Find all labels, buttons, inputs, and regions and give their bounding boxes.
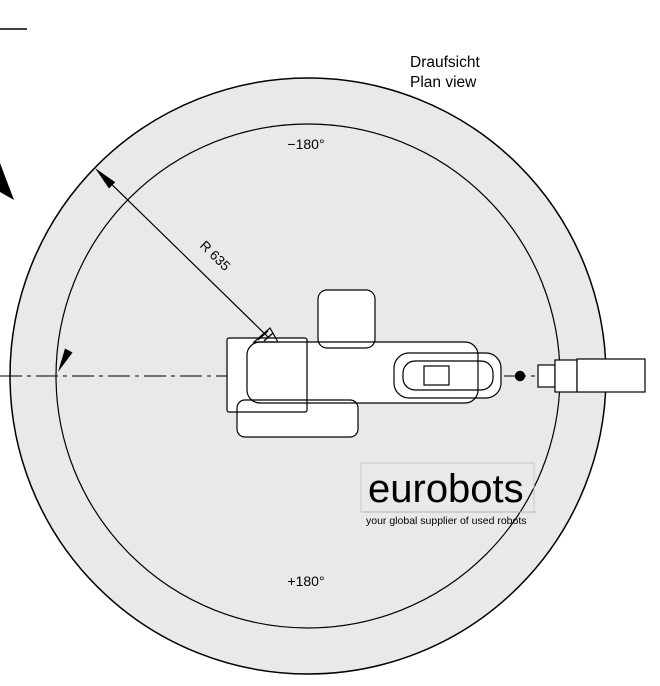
robot-wedge-hatch-1 bbox=[257, 330, 269, 341]
robot-upper-link-fill bbox=[318, 290, 375, 348]
tool-assembly bbox=[537, 358, 646, 393]
angle-label-bottom: +180° bbox=[287, 573, 324, 589]
angle-label-top: −180° bbox=[287, 136, 324, 152]
robot-top-view-fill bbox=[227, 290, 501, 437]
robot-wrist-inner bbox=[402, 360, 494, 391]
watermark: eurobots your global supplier of used ro… bbox=[360, 462, 536, 527]
robot-wrist-fill bbox=[394, 353, 501, 398]
robot-wedge-hatch-2 bbox=[263, 332, 274, 342]
arc-arrowhead bbox=[58, 348, 73, 372]
view-title-de: Draufsicht bbox=[410, 54, 480, 71]
robot-arm bbox=[246, 341, 479, 404]
view-title-en: Plan view bbox=[410, 74, 477, 91]
watermark-tagline: your global supplier of used robots bbox=[366, 515, 527, 527]
view-title: Draufsicht Plan view bbox=[410, 54, 480, 91]
edge-arrow-remnant bbox=[0, 163, 14, 200]
robot-wrist-detail bbox=[423, 365, 450, 386]
robot-wrist-outer bbox=[393, 352, 502, 399]
tool-stub-large bbox=[554, 359, 578, 393]
robot-top-view bbox=[226, 289, 502, 438]
tool-stub-small bbox=[537, 364, 556, 388]
robot-base-block-fill bbox=[227, 338, 307, 412]
robot-upper-link bbox=[317, 289, 376, 349]
tool-center-point-dot bbox=[514, 370, 526, 382]
robot-wedge-detail bbox=[252, 327, 280, 343]
tool-shaft bbox=[576, 358, 646, 393]
robot-lower-plate bbox=[236, 399, 359, 438]
watermark-brand: eurobots bbox=[368, 467, 524, 511]
radius-arrowhead bbox=[95, 168, 116, 189]
